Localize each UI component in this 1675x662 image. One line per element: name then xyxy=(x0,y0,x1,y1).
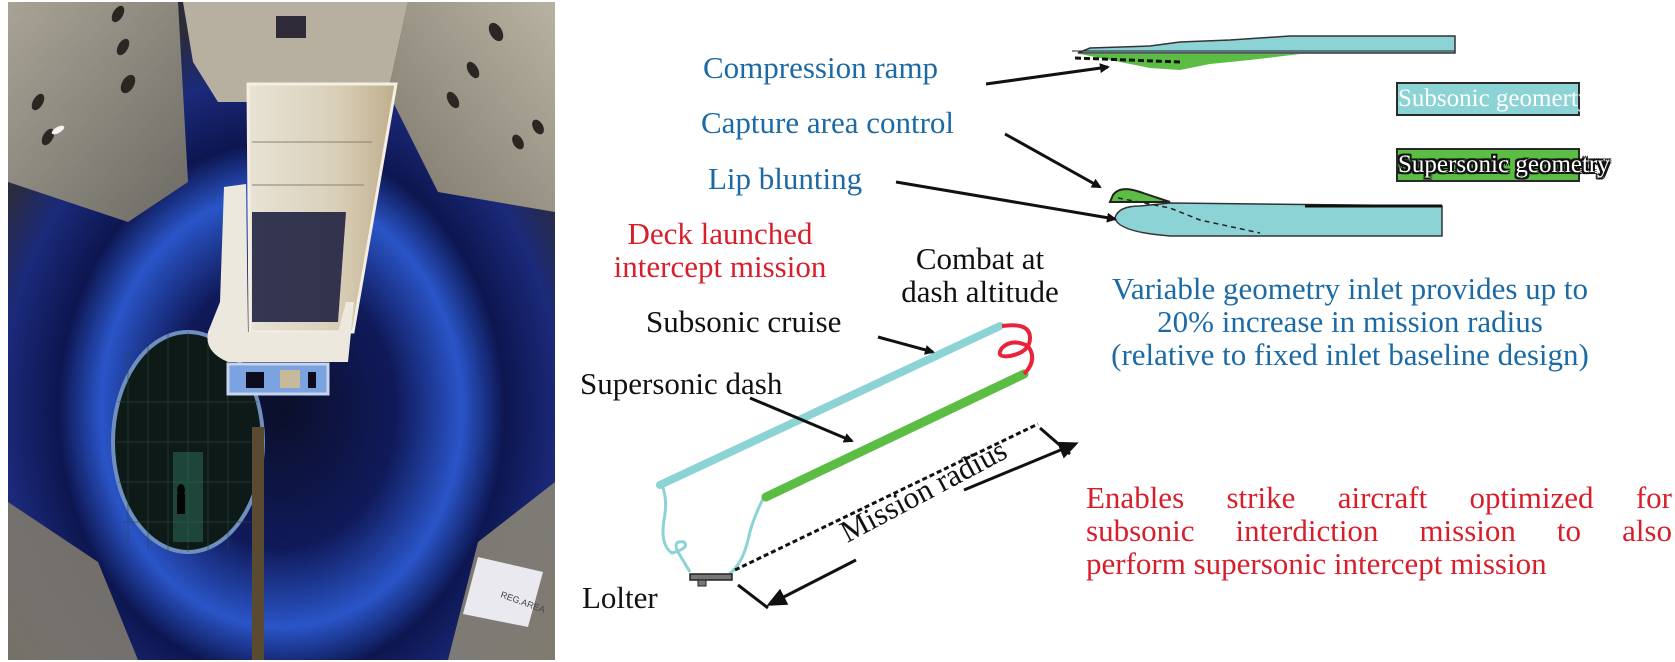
wind-tunnel-photo: REG.AREA xyxy=(8,2,555,660)
radius-tick-start xyxy=(737,583,769,610)
benefit-note-line3: (relative to fixed inlet baseline design… xyxy=(1111,337,1589,372)
radius-arrow-left xyxy=(766,558,857,606)
wind-tunnel-photo-graphic: REG.AREA xyxy=(8,2,555,660)
capture-area-control-label: Capture area control xyxy=(701,105,955,140)
subsonic-cruise-label: Subsonic cruise xyxy=(646,304,842,339)
capture-area-arrow xyxy=(1004,132,1102,189)
compression-ramp-arrow xyxy=(985,63,1110,86)
enable-note-line3: perform supersonic intercept mission xyxy=(1086,546,1547,581)
subsonic-ramp-shape xyxy=(1077,35,1456,54)
mission-profile xyxy=(656,322,1079,610)
mission-title: Deck launched intercept mission xyxy=(600,218,840,282)
loiter-label: Lolter xyxy=(582,580,658,615)
combat-label-line2: dash altitude xyxy=(901,274,1059,309)
radius-tick-end xyxy=(1039,426,1071,456)
subsonic-cruise-arrow xyxy=(877,335,935,355)
supersonic-lip-shape xyxy=(1108,188,1171,203)
subsonic-cruise-path xyxy=(656,322,1004,489)
return-descent-path xyxy=(727,496,766,577)
mission-title-line1: Deck launched xyxy=(627,216,813,251)
benefit-note: Variable geometry inlet provides up to 2… xyxy=(1070,273,1630,370)
compression-ramp-label: Compression ramp xyxy=(703,50,939,85)
supersonic-dash-path xyxy=(761,369,1029,502)
subsonic-cowl-shape xyxy=(1114,202,1443,237)
lip-blunting-arrow xyxy=(895,180,1117,223)
radius-arrow-right xyxy=(963,441,1079,492)
loiter-climb-path xyxy=(660,484,692,573)
legend-subsonic: Subsonic geomerty xyxy=(1396,82,1590,116)
inlet-cowl-section xyxy=(1108,188,1443,237)
supersonic-dash-arrow xyxy=(749,396,854,443)
mission-radius-dashed-line xyxy=(734,422,1039,572)
combat-label: Combat at dash altitude xyxy=(870,243,1090,307)
enable-note-line2: subsonic interdiction mission to also xyxy=(1086,513,1672,548)
benefit-note-line2: 20% increase in mission radius xyxy=(1157,304,1543,339)
enable-note-line1: Enables strike aircraft optimized for xyxy=(1086,480,1672,515)
supersonic-ramp-shape xyxy=(1080,54,1300,70)
aircraft-icon xyxy=(689,573,733,587)
inlet-ramp-section xyxy=(1072,35,1456,70)
benefit-note-line1: Variable geometry inlet provides up to xyxy=(1111,271,1589,306)
mission-title-line2: intercept mission xyxy=(613,249,827,284)
lip-blunting-label: Lip blunting xyxy=(708,161,863,196)
enable-note: Enables strike aircraft optimized for su… xyxy=(1086,482,1672,579)
combat-loops-path xyxy=(997,323,1035,376)
combat-label-line1: Combat at xyxy=(915,241,1045,276)
supersonic-dash-label: Supersonic dash xyxy=(580,366,783,401)
legend-supersonic: Supersonic geometry xyxy=(1396,148,1610,182)
